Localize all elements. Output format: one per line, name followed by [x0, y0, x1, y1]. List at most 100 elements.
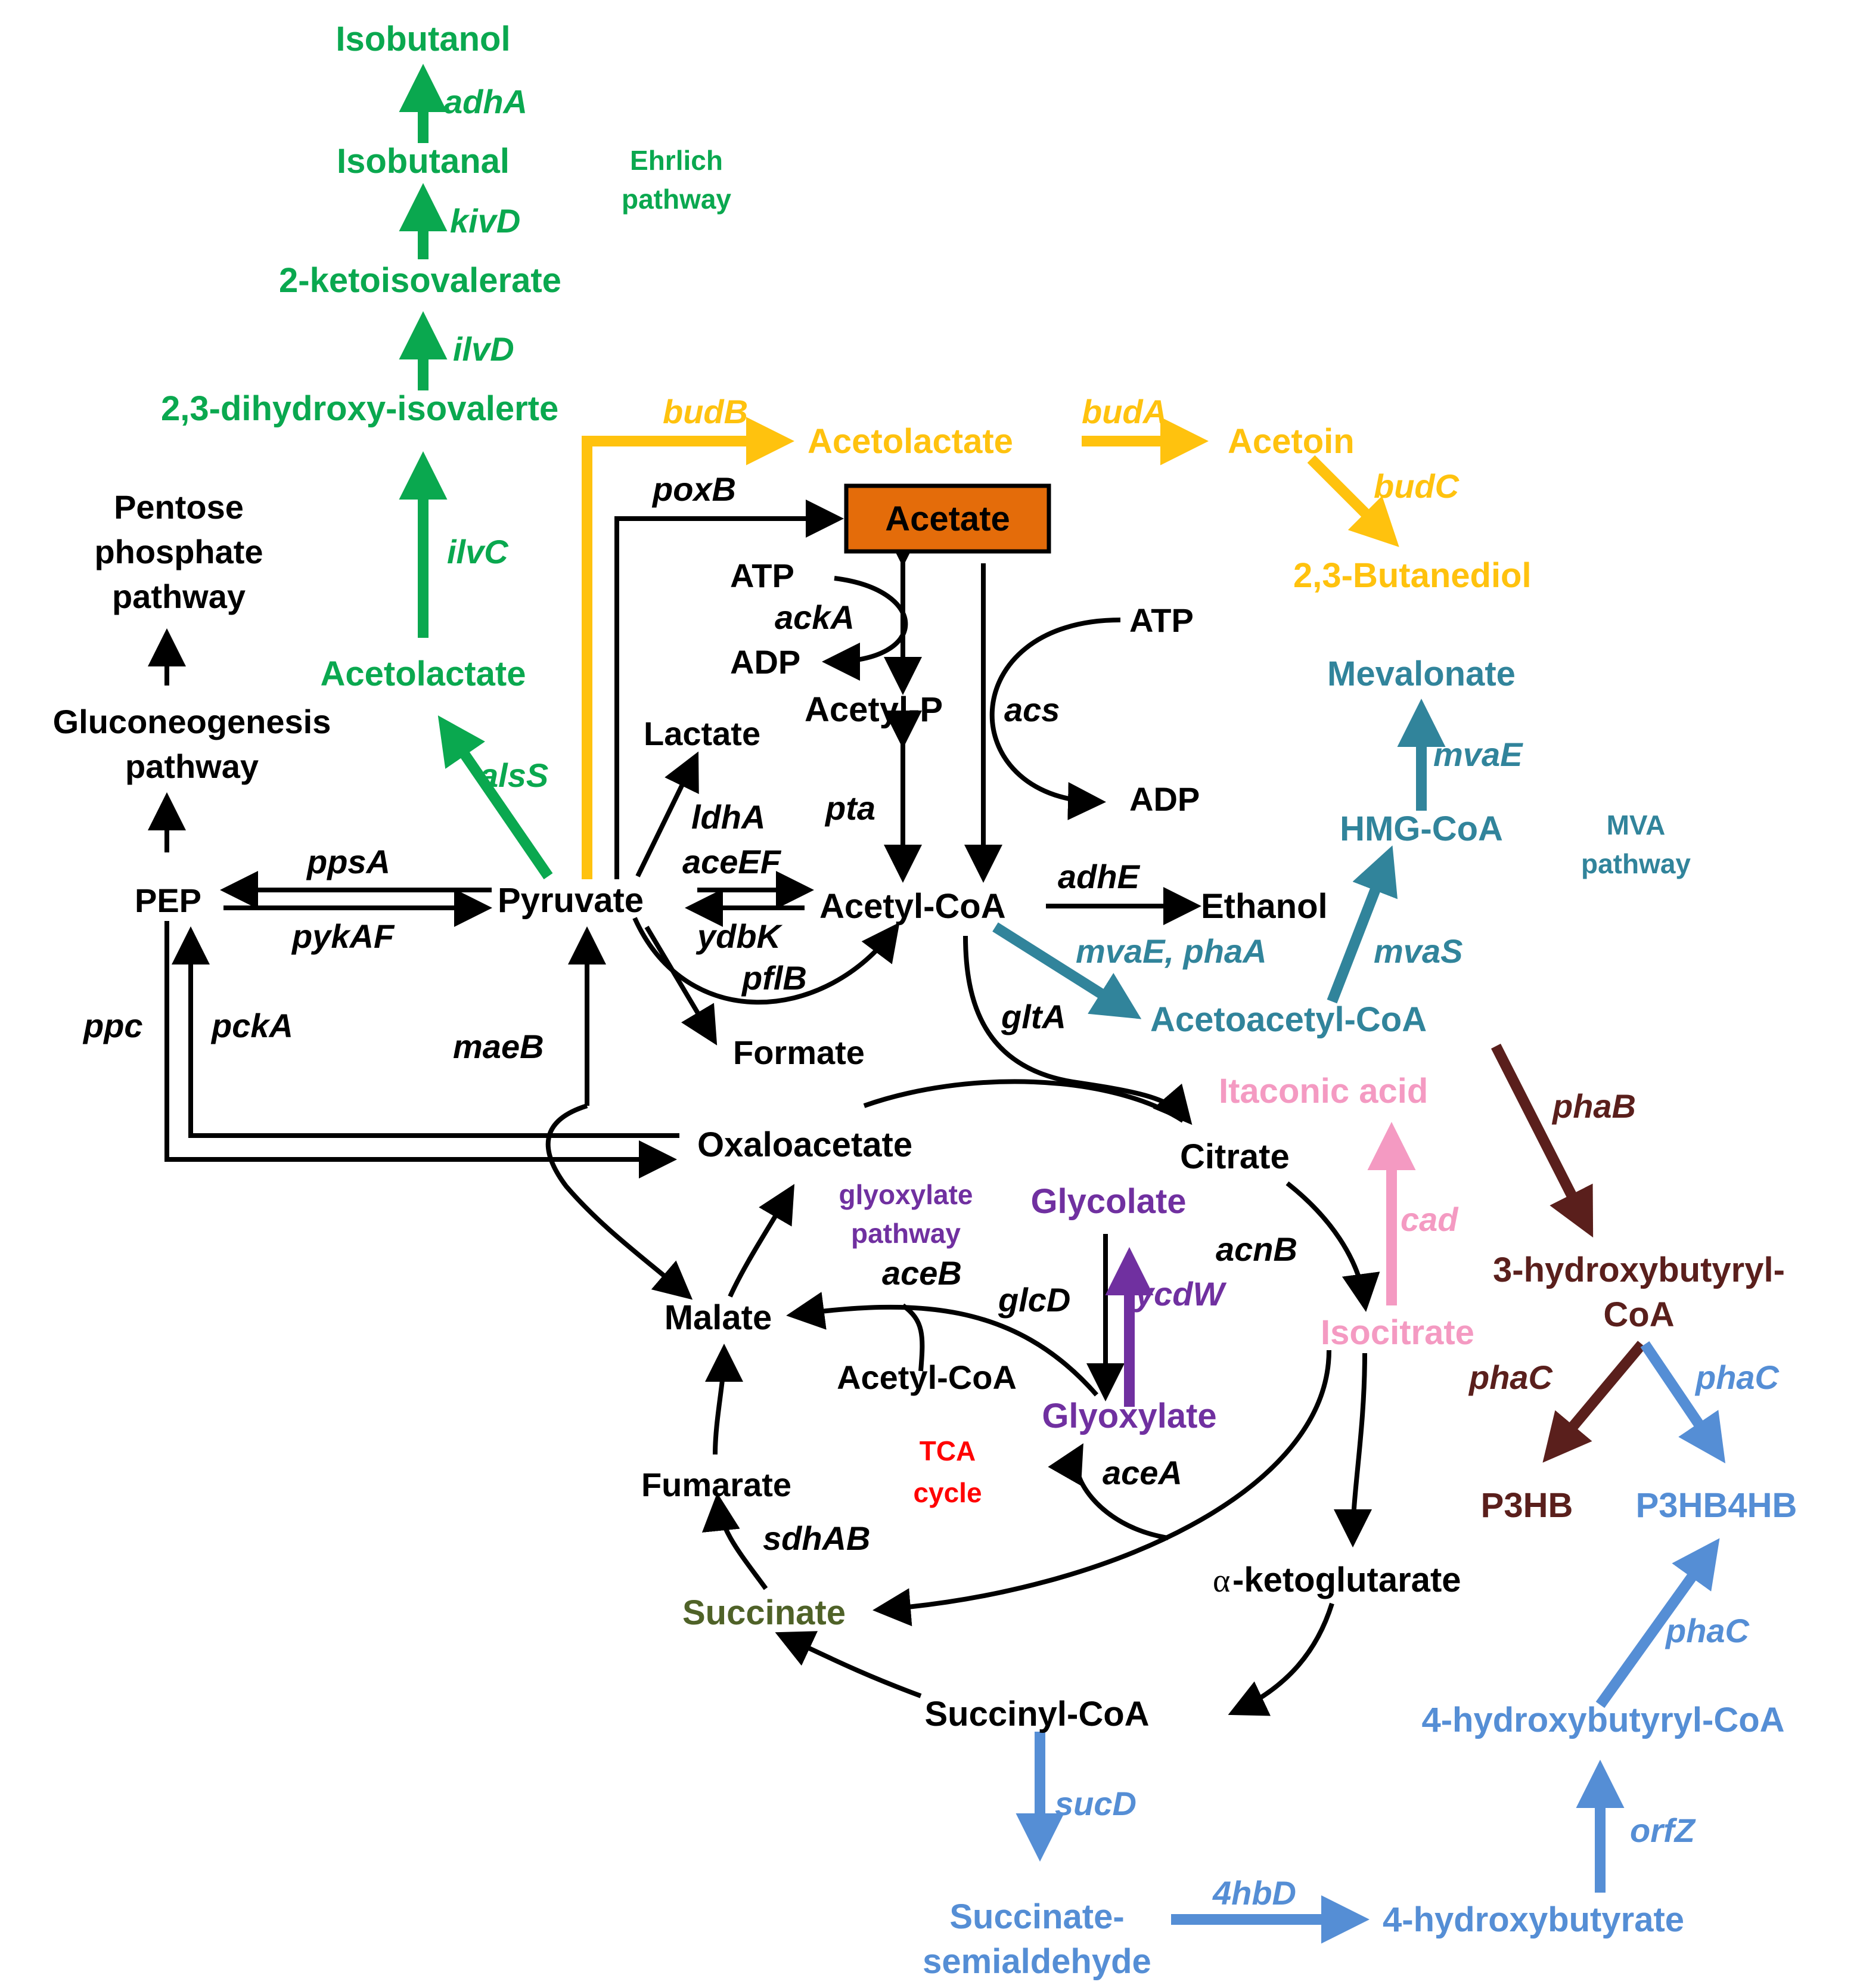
gltA-arrow [963, 935, 1193, 1125]
acetyl-p-label: Acetyl-P [805, 690, 943, 729]
p3hb4hb-label: P3HB4HB [1636, 1486, 1797, 1525]
alsS-arrow [437, 715, 553, 880]
aceB-gene: aceB [882, 1254, 962, 1292]
oxaloacetate-label: Oxaloacetate [697, 1125, 912, 1164]
dihydroxy-isovalerate-label: 2,3-dihydroxy-isovalerte [161, 389, 558, 428]
isocitrate-to-succinate-arrow [872, 1350, 1331, 1627]
alpha-ketoglutarate-label: -ketoglutarate [1232, 1561, 1461, 1599]
isobutanal-label: Isobutanal [337, 142, 510, 181]
acetyl-coa-label-2: Acetyl-CoA [837, 1359, 1017, 1396]
hydroxybutyryl-coa-4-label: 4-hydroxybutyryl-CoA [1421, 1701, 1784, 1739]
ketoisovalerate-label: 2-ketoisovalerate [279, 261, 561, 300]
orfZ-gene: orfZ [1630, 1812, 1696, 1849]
central-metabolism-arrows [148, 500, 1380, 1716]
butanediol-pathway-arrows [582, 417, 1399, 879]
acetoacetyl-coa-label: Acetoacetyl-CoA [1150, 1000, 1427, 1039]
kivD-gene: kivD [450, 202, 520, 240]
pentose-label-3: pathway [112, 578, 246, 615]
ppc-arrow [164, 921, 677, 1178]
sucD-gene: sucD [1055, 1785, 1137, 1822]
acs-atp-curve [989, 618, 1121, 820]
glcD-gene: glcD [998, 1281, 1070, 1319]
ehrlich-label-1: Ehrlich [630, 145, 723, 176]
budC-gene: budC [1374, 467, 1460, 505]
mva-label-1: MVA [1607, 810, 1666, 841]
ethanol-label: Ethanol [1201, 887, 1328, 926]
lactate-label: Lactate [644, 715, 760, 752]
budC-arrow [1307, 455, 1399, 547]
succinate-label: Succinate [682, 1593, 846, 1632]
ydbK-gene: ydbK [695, 917, 783, 955]
pckA-arrow [172, 926, 679, 1138]
ilvD-gene: ilvD [453, 330, 514, 368]
acs-gene: acs [1004, 691, 1060, 728]
maeB-gene: maeB [453, 1028, 544, 1065]
atp-label-2: ATP [1129, 601, 1194, 639]
isobutanol-label: Isobutanol [336, 20, 510, 58]
phaC-gene-lower: phaC [1665, 1612, 1750, 1649]
alpha-glyph: α [1213, 1562, 1230, 1599]
acnB-gene: acnB [1216, 1230, 1297, 1268]
sdhAB-gene: sdhAB [763, 1519, 870, 1557]
succinate-semialdehyde-label-1: Succinate- [949, 1897, 1124, 1936]
ilvC-gene: ilvC [447, 533, 509, 570]
isobutanol-pathway-arrows [399, 64, 553, 880]
malate-to-oxaloacetate-arrow [728, 1184, 795, 1298]
ldhA-gene: ldhA [691, 798, 765, 836]
acetyl-coa-label: Acetyl-CoA [819, 887, 1006, 926]
tca-label-2: cycle [913, 1477, 982, 1508]
aceB-arrow [786, 1292, 1099, 1397]
adhE-gene: adhE [1058, 858, 1141, 895]
hmg-coa-label: HMG-CoA [1340, 810, 1503, 848]
atp-label-1: ATP [730, 557, 794, 594]
aceEF-gene: aceEF [682, 843, 782, 880]
malate-label: Malate [664, 1298, 772, 1337]
pentose-label-2: phosphate [94, 533, 263, 570]
budB-gene: budB [663, 393, 748, 430]
mvaE-phaA-arrow [992, 922, 1142, 1019]
pykAF-gene: pykAF [291, 917, 395, 955]
ppc-gene: ppc [82, 1007, 143, 1044]
adhA-gene: adhA [444, 83, 527, 120]
glyoxylate-label: Glyoxylate [1042, 1397, 1216, 1435]
cad-gene: cad [1401, 1201, 1459, 1238]
hydroxybutyrate-label: 4-hydroxybutyrate [1383, 1900, 1684, 1939]
pep-label: PEP [135, 882, 201, 919]
poxB-arrow [614, 500, 844, 879]
phaC-gene-blue: phaC [1694, 1359, 1780, 1396]
isocitrate-label: Isocitrate [1321, 1313, 1474, 1352]
pflB-gene: pflB [741, 959, 807, 997]
acnB-arrow [1285, 1181, 1380, 1312]
phaB-gene: phaB [1551, 1087, 1636, 1125]
mva-label-2: pathway [1581, 848, 1691, 879]
mva-pathway-arrows [992, 699, 1446, 1019]
ehrlich-label-2: pathway [622, 184, 731, 215]
acetolactate-green-label: Acetolactate [321, 655, 526, 693]
acetolactate-yellow-label: Acetolactate [808, 422, 1013, 461]
pflB-arrow [632, 917, 900, 1005]
aceA-gene: aceA [1103, 1454, 1182, 1491]
4hbD-gene: 4hbD [1212, 1874, 1296, 1912]
isocitrate-to-akg-arrow [1334, 1353, 1373, 1547]
phaB-arrow [1491, 1043, 1594, 1238]
glyoxylate-pathway-label-1: glyoxylate [839, 1179, 973, 1210]
acetoin-label: Acetoin [1228, 422, 1355, 461]
adp-label-2: ADP [1129, 780, 1200, 818]
fumarate-label: Fumarate [641, 1466, 791, 1503]
ppsA-gene: ppsA [306, 843, 390, 880]
glyoxylate-pathway-label-2: pathway [851, 1218, 961, 1249]
formate-label: Formate [733, 1034, 865, 1071]
aceB-acetylCoA-branch [901, 1303, 925, 1372]
itaconic-acid-label: Itaconic acid [1219, 1072, 1428, 1111]
mvaE-phaA-gene: mvaE, phaA [1076, 932, 1267, 970]
citrate-label: Citrate [1180, 1137, 1290, 1176]
phb-pathway-arrows [1491, 1043, 1646, 1463]
tca-label-1: TCA [920, 1435, 976, 1466]
pckA-gene: pckA [210, 1007, 293, 1044]
ycdW-gene: ycdW [1134, 1275, 1226, 1313]
gltA-gene: gltA [1001, 998, 1066, 1035]
mvaE-gene: mvaE [1433, 736, 1523, 773]
glycolate-label: Glycolate [1030, 1182, 1186, 1221]
phaC-gene-brown: phaC [1468, 1359, 1554, 1396]
